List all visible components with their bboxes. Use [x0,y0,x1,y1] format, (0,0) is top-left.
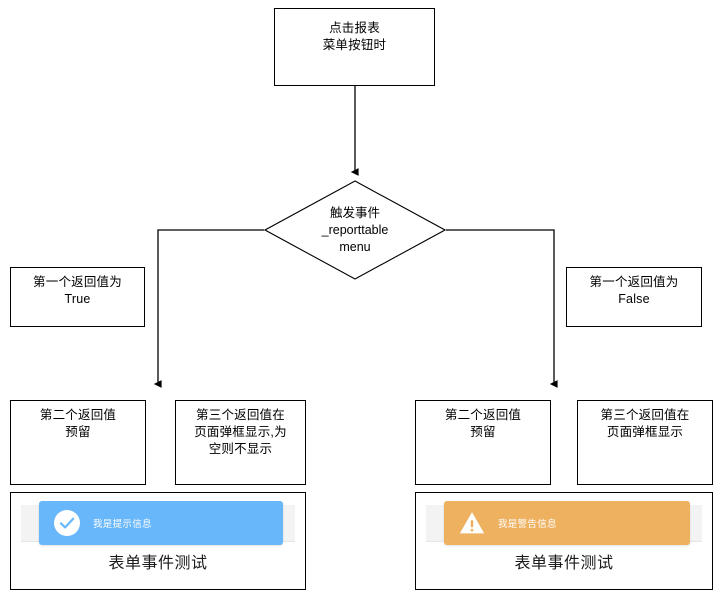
check-circle-icon [53,509,81,537]
node-left-second-return: 第二个返回值 预留 [10,400,146,485]
warning-triangle-icon [458,509,486,537]
node-left-third-return: 第三个返回值在 页面弹框显示,为 空则不显示 [175,400,306,485]
alert-success: 我是提示信息 [39,501,283,545]
alert-warning-message: 我是警告信息 [498,519,557,530]
screenshot-warning-page-title: 表单事件测试 [514,555,614,572]
node-branch-false: 第一个返回值为 False [566,267,702,327]
node-right-third-return: 第三个返回值在 页面弹框显示 [577,400,713,485]
node-trigger-source-label: 点击报表 菜单按钮时 [322,21,387,52]
screenshot-panel-warning: 我是警告信息 表单事件测试 [415,492,713,590]
node-branch-false-label: 第一个返回值为 False [589,275,679,306]
node-decision-event: 触发事件 _reporttable menu [264,180,446,280]
node-left-third-return-label: 第三个返回值在 页面弹框显示,为 空则不显示 [194,408,287,456]
alert-success-message: 我是提示信息 [93,519,152,530]
node-right-second-return-label: 第二个返回值 预留 [444,408,522,439]
node-branch-true-label: 第一个返回值为 True [33,275,122,306]
node-branch-true: 第一个返回值为 True [10,267,145,327]
alert-warning: 我是警告信息 [444,501,690,545]
node-left-second-return-label: 第二个返回值 预留 [39,408,117,439]
node-trigger-source: 点击报表 菜单按钮时 [274,8,435,86]
node-right-third-return-label: 第三个返回值在 页面弹框显示 [600,408,690,439]
screenshot-panel-success: 我是提示信息 表单事件测试 [10,492,306,590]
node-right-second-return: 第二个返回值 预留 [415,400,551,485]
screenshot-success-page-title: 表单事件测试 [108,555,208,572]
